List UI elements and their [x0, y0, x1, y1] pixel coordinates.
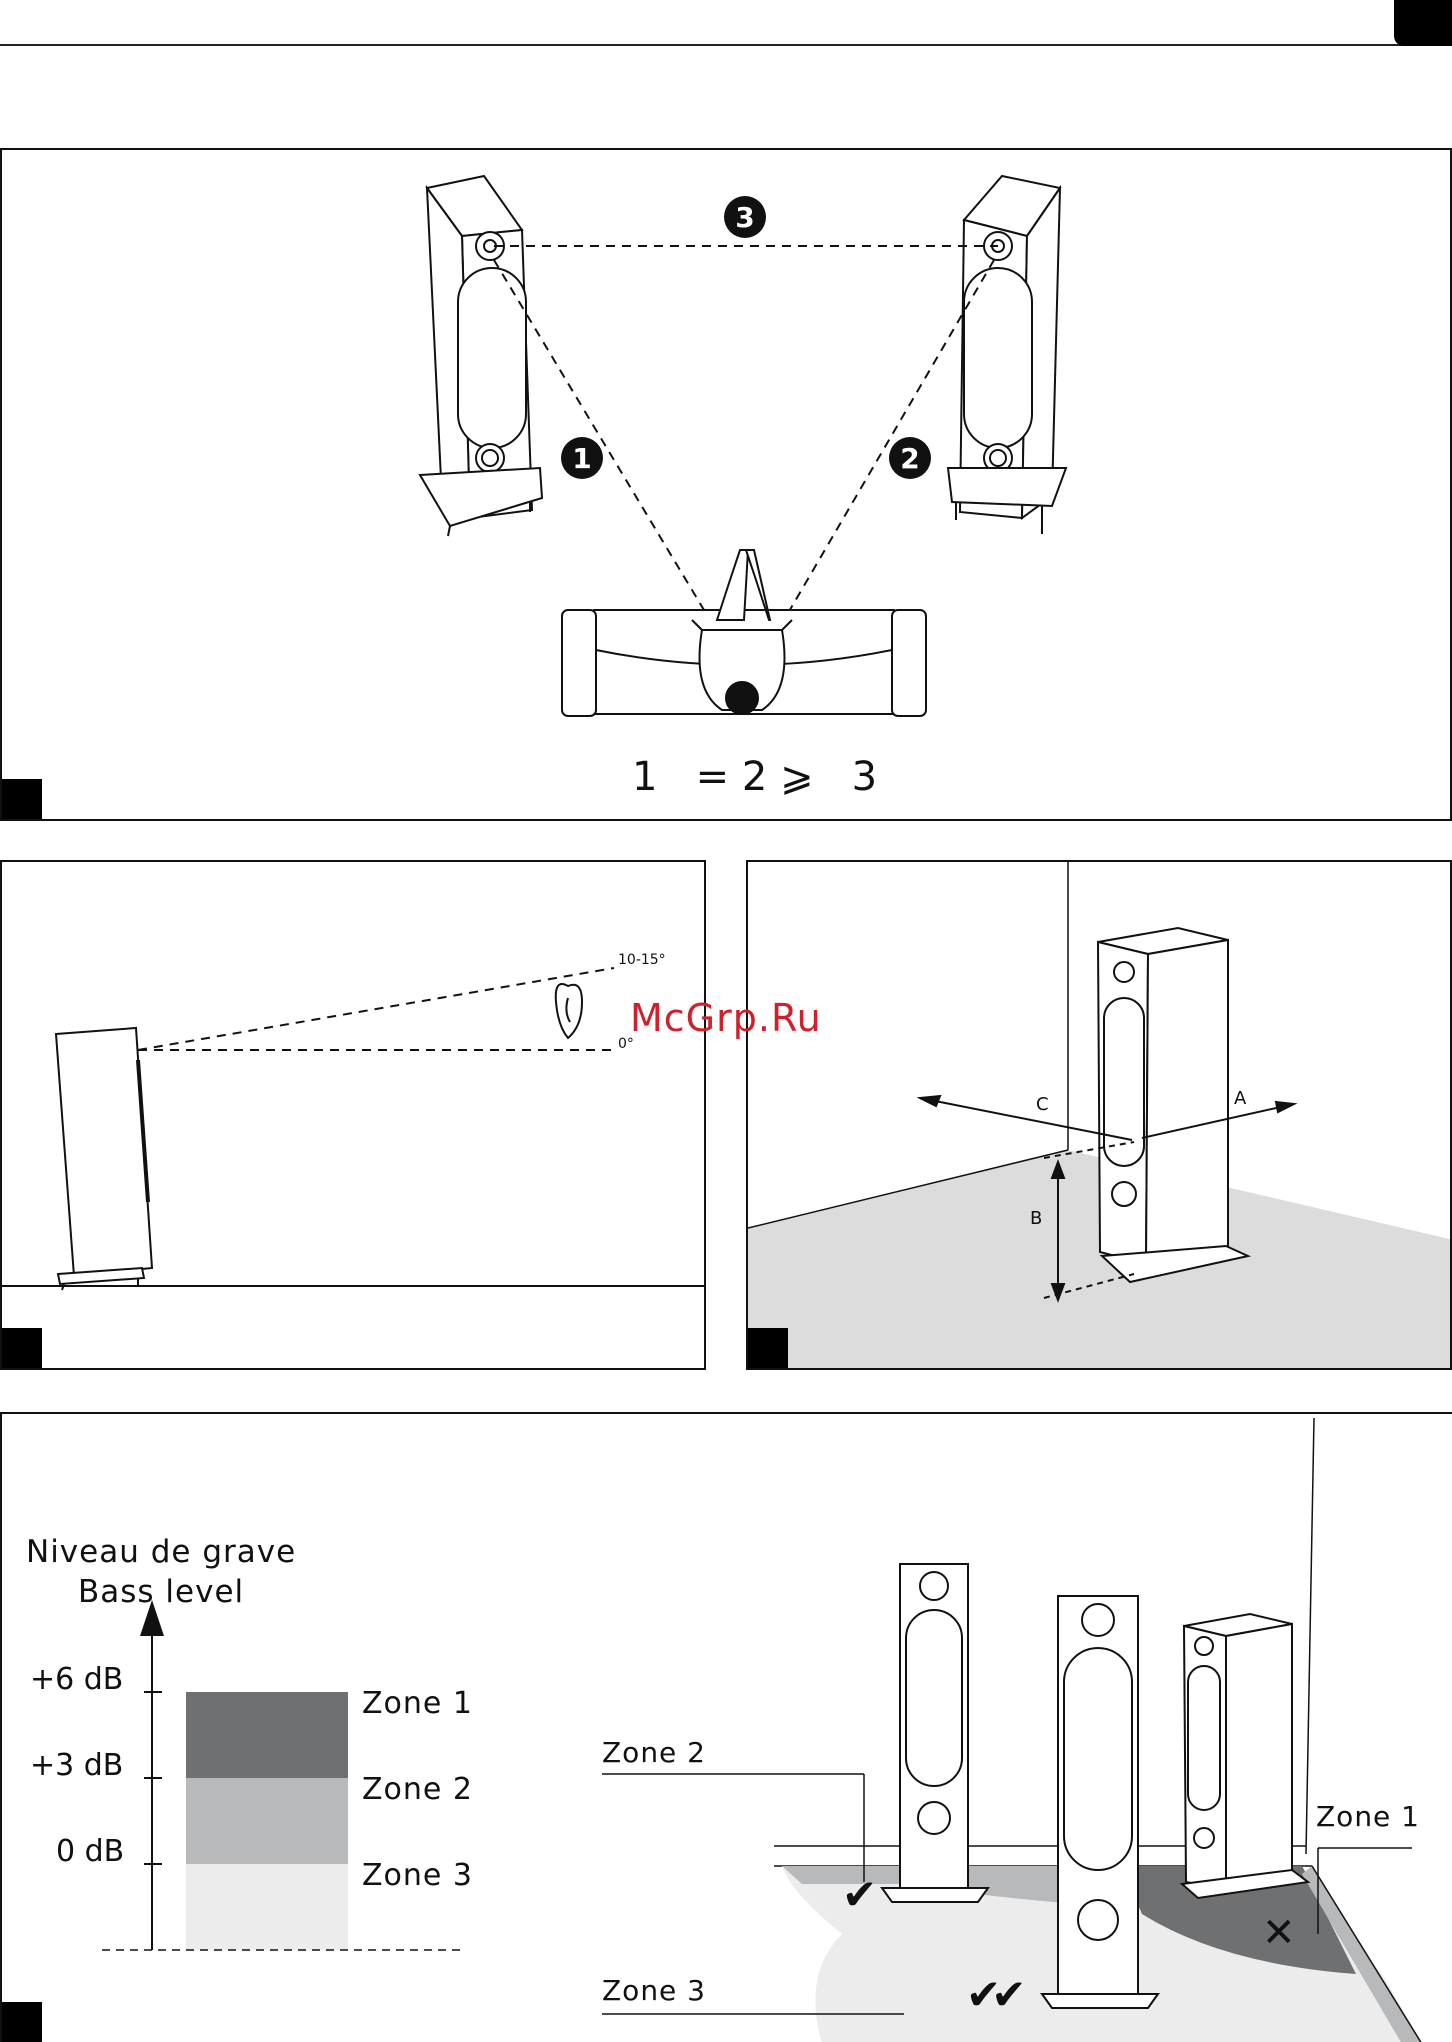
distance-marker-1: 1 — [561, 437, 603, 479]
triangle-illustration: 1 2 3 — [2, 150, 1452, 821]
tick-label-0db: 0 dB — [56, 1834, 124, 1869]
distance-formula: 1 = 2 ⩾ 3 — [632, 754, 877, 800]
svg-text:3: 3 — [735, 201, 754, 234]
panel-tilt-angle: 10-15° 0° — [0, 860, 706, 1370]
left-speaker — [420, 176, 542, 536]
tilt-illustration — [2, 862, 706, 1370]
cross-icon: ✕ — [1262, 1910, 1296, 1956]
figure-badge-3 — [748, 1328, 788, 1368]
room-label-zone1: Zone 1 — [1316, 1800, 1420, 1833]
ear-icon — [556, 984, 582, 1038]
double-check-icon: ✔✔ — [966, 1970, 1016, 2019]
wall-distance-illustration — [748, 862, 1452, 1370]
zone-bar-label-3: Zone 3 — [362, 1858, 473, 1893]
svg-text:1: 1 — [572, 442, 591, 475]
figure-badge-1 — [2, 779, 42, 819]
distance-marker-3: 3 — [724, 196, 766, 238]
distance-marker-2: 2 — [889, 437, 931, 479]
axis-title-en: Bass level — [78, 1574, 244, 1610]
angle-label-top: 10-15° — [618, 952, 666, 968]
zone-bar-label-1: Zone 1 — [362, 1686, 473, 1721]
svg-text:2: 2 — [900, 442, 919, 475]
side-speaker — [56, 1028, 152, 1290]
zone-bar-1 — [186, 1692, 348, 1778]
bass-zone-illustration — [2, 1414, 1452, 2042]
speaker-zone1 — [1182, 1614, 1308, 1898]
page-tab — [1394, 0, 1452, 46]
listener — [692, 550, 792, 714]
check-icon: ✔ — [842, 1870, 877, 1919]
figure-badge-2 — [2, 1328, 42, 1368]
tick-label-3db: +3 dB — [30, 1748, 123, 1783]
distance-label-b: B — [1030, 1208, 1042, 1229]
panel-stereo-triangle: 1 2 3 1 = 2 ⩾ 3 — [0, 148, 1452, 821]
angle-lines — [138, 968, 614, 1050]
speaker-zone2 — [882, 1564, 988, 1902]
watermark: McGrp.Ru — [630, 996, 822, 1040]
zone-bar-label-2: Zone 2 — [362, 1772, 473, 1807]
distance-label-c: C — [1036, 1094, 1049, 1115]
figure-badge-4 — [2, 2002, 42, 2042]
right-speaker — [948, 176, 1066, 534]
panel-wall-distances: C A B — [746, 860, 1452, 1370]
header-rule — [0, 44, 1452, 46]
tick-label-6db: +6 dB — [30, 1662, 123, 1697]
distance-label-a: A — [1234, 1088, 1246, 1109]
room-label-zone2: Zone 2 — [602, 1736, 706, 1769]
axis-title-fr: Niveau de grave — [26, 1534, 296, 1570]
room-label-zone3: Zone 3 — [602, 1974, 706, 2007]
zone-bar-2 — [186, 1778, 348, 1864]
panel-bass-zones: Niveau de grave Bass level +6 dB +3 dB 0… — [0, 1412, 1452, 2042]
corner-speaker — [1098, 928, 1248, 1282]
zone-bar-3 — [186, 1864, 348, 1950]
